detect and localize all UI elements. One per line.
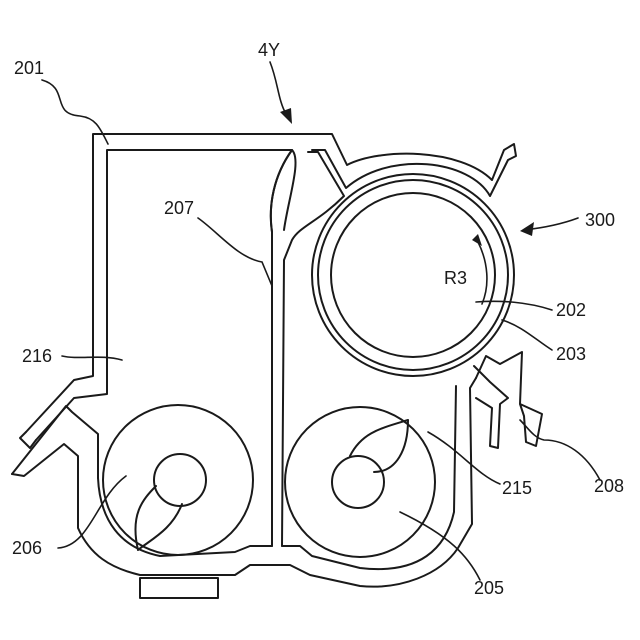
leader-215 [428,432,500,484]
label-207: 207 [164,198,194,218]
developing-roller [312,174,514,376]
label-205: 205 [474,578,504,598]
auger-205-circle [285,407,435,557]
housing-inner-wall [107,150,292,546]
auger-left [103,405,253,555]
leader-207 [198,218,272,286]
label-208: 208 [594,476,624,496]
label-216: 216 [22,346,52,366]
rotation-arrowhead [472,234,482,246]
housing-inner-bottom [98,478,272,556]
roller-outer-ring-1 [312,174,514,376]
auger-right [285,407,435,557]
blade-outline [476,352,542,446]
arrowhead-300 [520,222,534,236]
label-201: 201 [14,58,44,78]
label-4y: 4Y [258,40,280,60]
arrowhead-4y [280,108,292,124]
rotation-arrow-r3 [478,242,487,304]
base-block [140,578,218,598]
leader-lines [42,62,600,580]
label-203: 203 [556,344,586,364]
roller-core [331,193,495,357]
leader-206 [58,476,126,548]
auger-205-shaft [332,456,384,508]
auger-206-shaft [154,454,206,506]
auger-205-blade [350,420,408,472]
blade-inner [474,366,508,448]
leader-4y [270,62,286,114]
partition-top-link [284,150,296,230]
label-r3: R3 [444,268,467,288]
label-206: 206 [12,538,42,558]
label-300: 300 [585,210,615,230]
housing-lower-left-wall [12,378,476,587]
partition-left-face [271,150,292,232]
auger-206-circle [103,405,253,555]
leader-208 [520,420,600,480]
roller-outer-ring-2 [318,180,508,370]
label-215: 215 [502,478,532,498]
label-202: 202 [556,300,586,320]
leader-203 [502,320,552,350]
leader-205 [400,512,480,580]
reference-labels: 201 4Y 207 300 R3 202 203 216 215 208 20… [12,40,624,598]
partition-right-bottom [282,386,456,569]
